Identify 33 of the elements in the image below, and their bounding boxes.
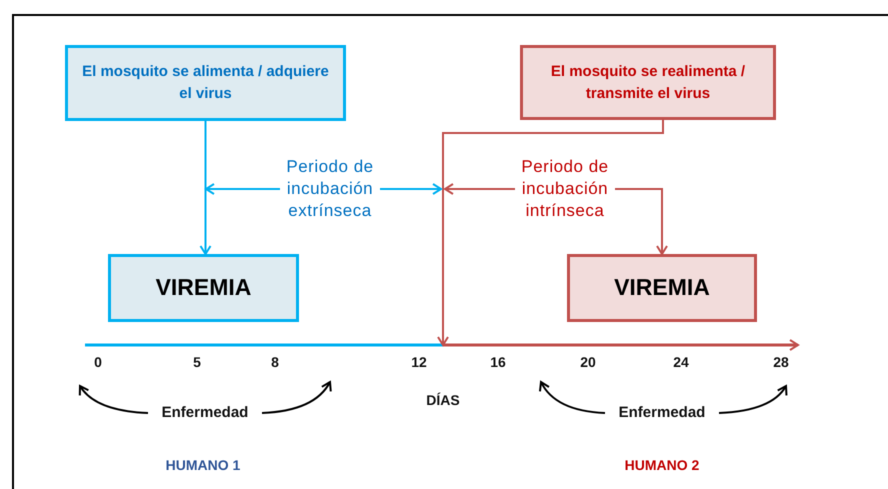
period-label: Periodo de incubación extrínseca: [285, 156, 375, 222]
tick-label: 28: [773, 354, 789, 370]
disease-label: Enfermedad: [618, 403, 706, 423]
event-box: [65, 45, 346, 121]
axis-title: DÍAS: [426, 392, 460, 408]
arrow: [437, 120, 664, 346]
arrow: [615, 188, 668, 255]
node-text: El mosquito se realimenta / transmite el virus: [550, 62, 746, 104]
arrow: [205, 183, 280, 195]
node-text: El mosquito se alimenta / adquiere el virus: [81, 62, 330, 104]
curved-arrow: [540, 381, 606, 414]
group-label: HUMANO 2: [624, 457, 700, 473]
disease-label: Enfermedad: [162, 403, 248, 423]
curved-arrow: [262, 381, 332, 414]
node-text: VIREMIA: [614, 273, 710, 302]
period-label: Periodo de incubación intrínseca: [520, 156, 610, 222]
viremia-box: [567, 254, 757, 322]
tick-label: 20: [580, 354, 596, 370]
curved-arrow: [718, 385, 787, 414]
tick-label: 16: [490, 354, 506, 370]
tick-label: 8: [271, 354, 279, 370]
node-text: VIREMIA: [156, 273, 252, 302]
viremia-box: [108, 254, 299, 322]
event-box: [520, 45, 776, 120]
tick-label: 12: [411, 354, 427, 370]
tick-label: 0: [94, 354, 102, 370]
group-label: HUMANO 1: [166, 457, 240, 473]
arrow: [444, 183, 515, 195]
tick-label: 24: [673, 354, 689, 370]
curved-arrow: [79, 385, 148, 414]
arrow: [380, 183, 442, 195]
tick-label: 5: [193, 354, 201, 370]
arrow: [200, 121, 212, 255]
